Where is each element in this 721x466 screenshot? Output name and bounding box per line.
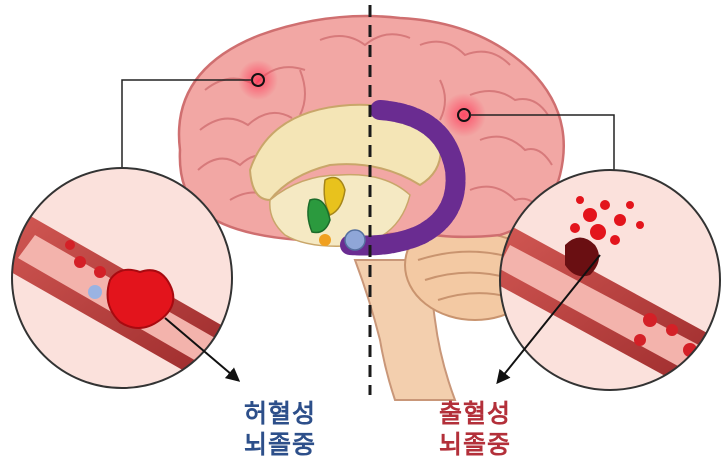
hemorrhagic-stroke-label: 출혈성 뇌졸중 (410, 398, 540, 460)
blue-structure (345, 230, 365, 250)
ischemic-label-line1: 허혈성 (215, 398, 345, 429)
hemorrhagic-label-line2: 뇌졸중 (410, 429, 540, 460)
ischemic-stroke-label: 허혈성 뇌졸중 (215, 398, 345, 460)
orange-structure (319, 234, 331, 246)
hemorrhagic-label-line1: 출혈성 (410, 398, 540, 429)
ischemic-label-line2: 뇌졸중 (215, 429, 345, 460)
